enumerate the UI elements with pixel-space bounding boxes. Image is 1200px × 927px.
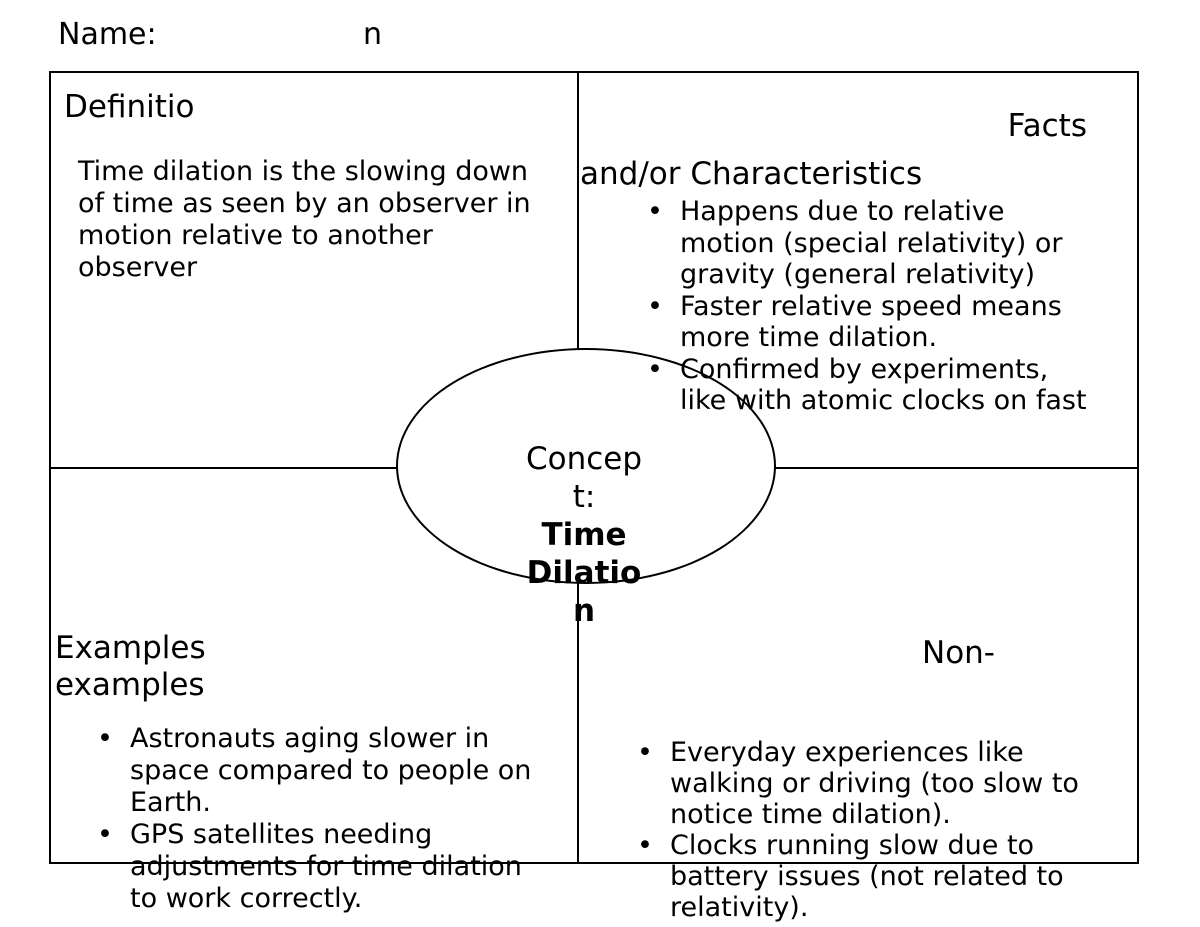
bullet-text: Confirmed by experiments,like with atomi… — [680, 354, 1087, 417]
text-line: gravity (general relativity) — [680, 259, 1035, 290]
bullet-icon: • — [97, 723, 113, 754]
bullet-icon: • — [637, 830, 653, 861]
bullet-icon: • — [647, 196, 663, 227]
text-line: Earth. — [130, 787, 211, 818]
facts-heading-line1: Facts — [1007, 108, 1087, 144]
text-line: Dilatio — [526, 555, 642, 591]
text-line: motion relative to another — [78, 220, 433, 251]
text-line: Everyday experiences like — [670, 737, 1024, 768]
text-line: like with atomic clocks on fast — [680, 385, 1087, 416]
bullet-icon: • — [637, 737, 653, 768]
text-line: Clocks running slow due to — [670, 830, 1035, 861]
text-line: Faster relative speed means — [680, 290, 1062, 322]
bullet-icon: • — [647, 290, 663, 322]
bullet-icon: • — [647, 353, 663, 385]
text-line: t: — [572, 479, 596, 515]
text-line: Examples — [55, 630, 206, 666]
text-line: Time — [541, 517, 627, 553]
text-line: Confirmed by experiments, — [680, 353, 1049, 385]
text-line: relativity). — [670, 892, 809, 923]
name-value: n — [363, 17, 383, 52]
bullet-icon: • — [97, 819, 113, 850]
text-line: adjustments for time dilation — [130, 851, 522, 882]
text-line: Concep — [525, 441, 643, 477]
text-line: more time dilation. — [680, 322, 938, 353]
text-line: motion (special relativity) or — [680, 227, 1063, 259]
text-line: space compared to people on — [130, 755, 532, 786]
text-line: n — [572, 593, 596, 629]
text-line: examples — [55, 667, 205, 703]
text-line: Happens due to relative — [680, 196, 1005, 227]
text-line: GPS satellites needing — [130, 819, 433, 850]
name-label: Name: — [58, 17, 157, 52]
text-line: of time as seen by an observer in — [78, 188, 531, 219]
text-line: Astronauts aging slower in — [130, 723, 490, 754]
text-line: Time dilation is the slowing down — [78, 156, 529, 187]
text-line: battery issues (not related to — [670, 861, 1064, 892]
text-line: walking or driving (too slow to — [670, 768, 1079, 799]
definition-heading: Definitio — [64, 89, 195, 125]
text-line: to work correctly. — [130, 883, 363, 914]
facts-heading-line2: and/or Characteristics — [580, 156, 923, 192]
text-line: observer — [78, 252, 198, 283]
text-line: notice time dilation). — [670, 799, 951, 830]
non-examples-heading: Non- — [922, 635, 995, 671]
concept-ellipse — [396, 348, 776, 584]
bullet-item: • Confirmed by experiments,like with atom… — [647, 354, 1087, 417]
